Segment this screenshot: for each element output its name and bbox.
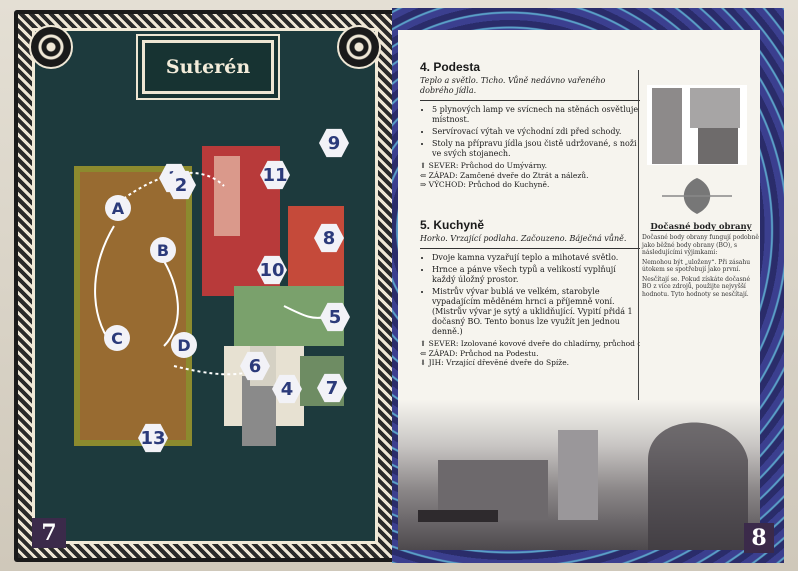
section-podesta: 4. Podesta Teplo a světlo. Ticho. Vůně n… <box>420 60 640 190</box>
exit-list: ⇑ SEVER: Izolované kovové dveře do chlad… <box>420 339 640 368</box>
sidebar-point: Nemohou být „uloženy“. Při zásahu útokem… <box>642 258 751 274</box>
corner-ornament-icon <box>337 25 381 69</box>
exit-east: ⇒ VÝCHOD: Průchod do Kuchyně. <box>420 180 550 189</box>
area-marker-C: C <box>104 325 130 351</box>
list-item: Hrnce a pánve všech typů a velikostí vyp… <box>432 265 640 285</box>
basement-map <box>74 146 344 446</box>
room-marker-6: 6 <box>240 351 270 381</box>
page-number-left: 7 <box>32 518 66 548</box>
room-marker-8: 8 <box>314 223 344 253</box>
section-kuchyne: 5. Kuchyně Horko. Vrzající podlaha. Začo… <box>420 218 640 368</box>
list-item: Stoly na přípravu jídla jsou čistě udržo… <box>432 139 640 159</box>
hall-overlay <box>80 172 186 440</box>
exit-west: ⇐ ZÁPAD: Zamčené dveře do Ztrát a nálezů… <box>420 170 589 180</box>
list-item: Mistrův vývar bublá ve velkém, starobyle… <box>432 287 640 337</box>
exit-west: ⇐ ZÁPAD: Průchod na Podestu. <box>420 348 539 358</box>
divider <box>420 248 640 249</box>
column-divider <box>638 70 639 400</box>
section-heading: 5. Kuchyně <box>420 218 485 232</box>
list-item: Servírovací výtah ve východní zdi před s… <box>432 127 640 137</box>
divider <box>420 100 640 101</box>
right-page: 4. Podesta Teplo a světlo. Ticho. Vůně n… <box>392 8 784 563</box>
area-marker-B: B <box>150 237 176 263</box>
room-marker-11: 11 <box>260 160 290 190</box>
kitchen-engraving <box>398 400 760 550</box>
feature-list: 5 plynových lamp ve svícnech na stěnách … <box>420 105 640 159</box>
stairs <box>214 156 240 236</box>
stairs-south <box>242 376 276 446</box>
section-heading: 4. Podesta <box>420 60 481 74</box>
sidebar-title: Dočasné body obrany <box>650 222 752 232</box>
room-marker-2: 2 <box>166 170 196 200</box>
sidebar-intro: Dočasné body obrany fungují podobně jako… <box>642 234 759 256</box>
sidebar: Dočasné body obrany Dočasné body obrany … <box>642 80 760 300</box>
room-marker-7: 7 <box>317 373 347 403</box>
room-marker-4: 4 <box>272 374 302 404</box>
exit-north: ⇑ SEVER: Průchod do Umývárny. <box>420 161 548 170</box>
room-marker-5: 5 <box>320 302 350 332</box>
flavor-text: Teplo a světlo. Ticho. Vůně nedávno vaře… <box>420 76 606 95</box>
room-marker-9: 9 <box>319 128 349 158</box>
feature-list: Dvoje kamna vyzařují teplo a mihotavé sv… <box>420 253 640 337</box>
left-page: Suterén 1 9 11 8 10 5 6 4 7 <box>14 10 396 562</box>
sidebar-point: Nesčítají se. Pokud získáte dočasné BO z… <box>642 275 751 298</box>
text-page: 4. Podesta Teplo a světlo. Ticho. Vůně n… <box>398 30 760 550</box>
coat-of-arms-icon <box>662 178 732 214</box>
room-marker-13: 13 <box>138 423 168 453</box>
list-item: 5 plynových lamp ve svícnech na stěnách … <box>432 105 640 125</box>
flavor-text: Horko. Vrzající podlaha. Začouzeno. Báje… <box>420 234 627 243</box>
area-marker-A: A <box>105 195 131 221</box>
exit-south: ⇓ JIH: Vrzající dřevěné dveře do Spíže. <box>420 358 570 367</box>
page-title: Suterén <box>142 40 274 94</box>
exit-north: ⇑ SEVER: Izolované kovové dveře do chlad… <box>420 339 640 348</box>
corner-ornament-icon <box>29 25 73 69</box>
area-marker-D: D <box>171 332 197 358</box>
mini-map <box>647 85 747 165</box>
room-marker-10: 10 <box>257 255 287 285</box>
list-item: Dvoje kamna vyzařují teplo a mihotavé sv… <box>432 253 640 263</box>
exit-list: ⇑ SEVER: Průchod do Umývárny. ⇐ ZÁPAD: Z… <box>420 161 640 190</box>
page-number-right: 8 <box>744 523 774 553</box>
